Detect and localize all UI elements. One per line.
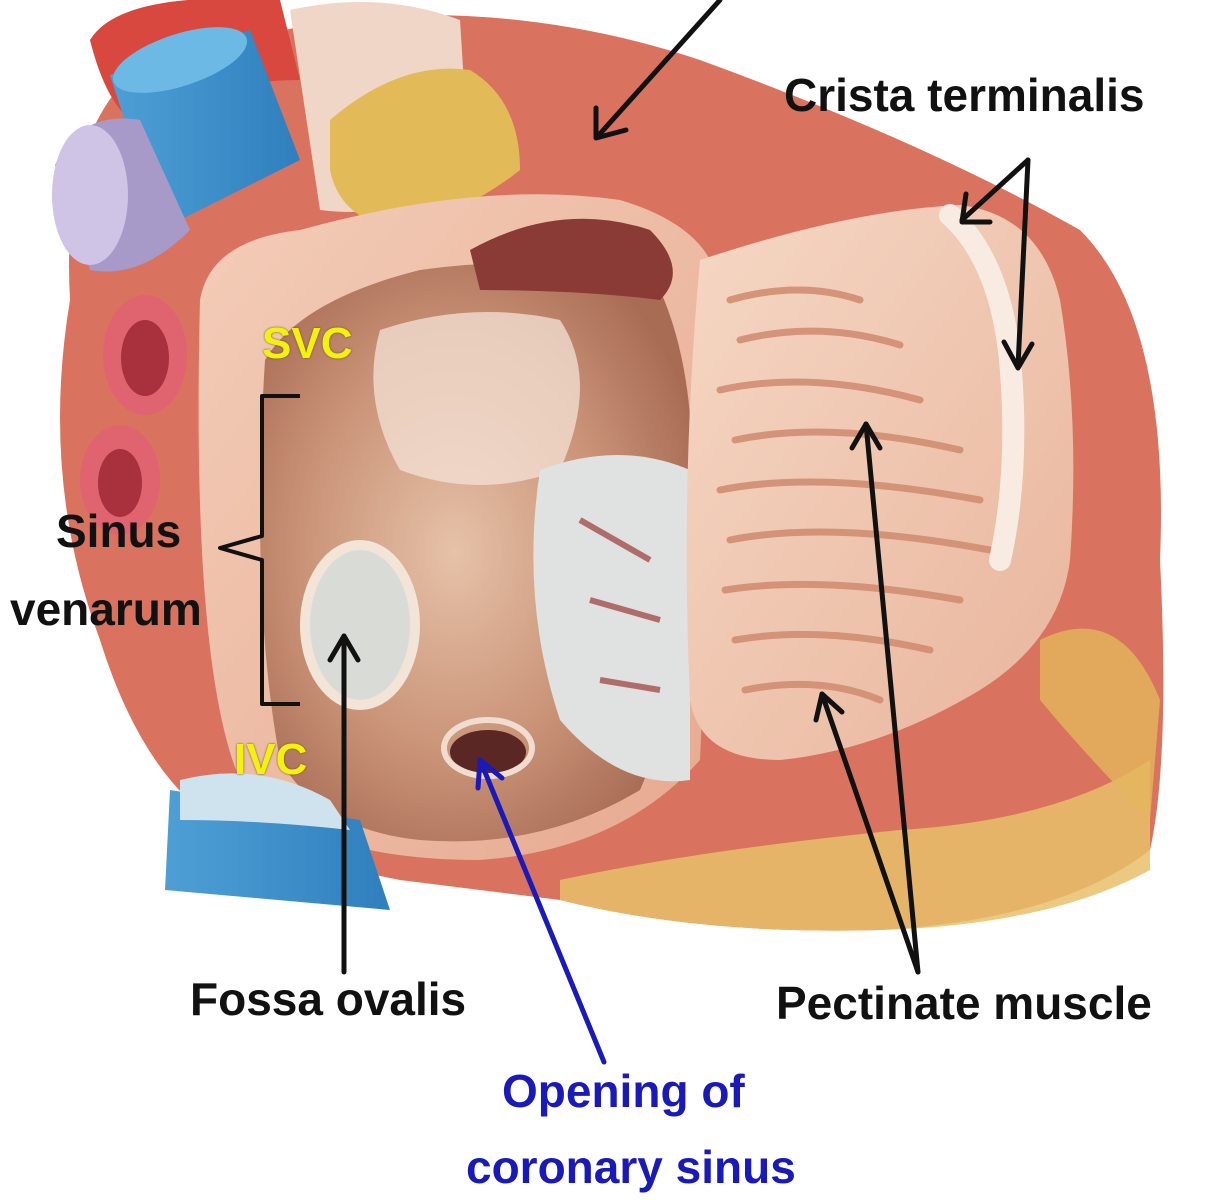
arrow-pectinate-lower-head [813,691,845,723]
label-pectinate-muscle: Pectinate muscle [776,977,1152,1029]
purple-vessel-opening [52,125,128,265]
ventricle-glimpse [533,455,690,782]
arrow-top [595,0,723,139]
blue-vessel-top-opening [112,27,248,93]
fossa-ovalis-rim [300,540,420,710]
pulmonary-vein-lower-lumen [98,449,142,517]
ventricle-trabeculae [578,517,661,693]
label-svc: SVC [262,319,353,368]
pulmonary-vein-upper-lumen [121,320,169,396]
label-sinus: Sinus [56,505,182,557]
label-coronary-sinus: coronary sinus [466,1141,796,1193]
label-crista-terminalis: Crista terminalis [784,69,1145,121]
arrow-crista-upper [959,157,1031,223]
arrow-coronary-sinus [477,757,607,1065]
label-ivc: IVC [234,735,308,784]
svc-fat [330,68,520,230]
crista-terminalis-ridge [939,204,1025,571]
coronary-sinus-opening-shape [450,730,526,774]
arrow-pectinate-upper [863,421,921,975]
arrow-top-head [593,105,629,141]
label-fossa-ovalis: Fossa ovalis [190,973,467,1025]
annotation-arrows [327,0,1035,1065]
epicardial-fat-right [1040,628,1160,820]
septal-highlight [373,312,580,485]
arrow-crista-upper-head [959,191,993,225]
atrial-upper-recess [470,218,673,300]
epicardial-fat-lower [560,760,1150,931]
arrow-coronary-sinus-head [475,757,505,791]
arrow-pectinate-lower [819,691,921,975]
ivc-wall [180,773,350,830]
label-opening-of: Opening of [502,1065,745,1117]
arrow-pectinate-upper-head [849,421,883,451]
fossa-ovalis-shape [305,545,415,705]
sinus-venarum-bracket [218,394,300,706]
arrow-crista-lower [1015,157,1031,369]
arrow-crista-lower-head [1001,339,1035,371]
label-venarum: venarum [10,583,202,635]
pectinate-muscle-ridges [716,286,994,704]
arrow-fossa-head [327,633,361,663]
